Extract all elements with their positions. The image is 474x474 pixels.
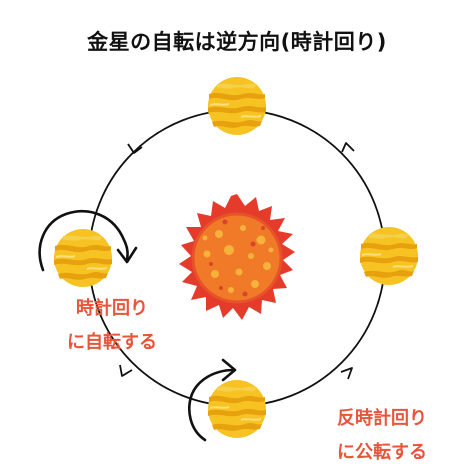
venus-icon — [208, 77, 266, 135]
clockwise-spin-arrow-icon — [188, 358, 237, 442]
venus-icon — [360, 227, 418, 285]
sun-icon — [179, 194, 295, 320]
clockwise-spin-arrow-icon — [38, 209, 138, 272]
rotation-label-line-1: 時計回り — [76, 298, 148, 319]
arrow-icon — [340, 367, 353, 380]
diagram-title: 金星の自転は逆方向(時計回り) — [87, 30, 387, 54]
arrow-icon — [127, 143, 143, 154]
revolution-label-line-2: に公転する — [337, 442, 427, 463]
rotation-label: 時計回り に自転する — [52, 292, 172, 360]
arrow-icon — [119, 364, 133, 377]
venus-icon — [208, 380, 266, 438]
revolution-label-line-1: 反時計回り — [337, 408, 427, 429]
venus-icon — [54, 229, 112, 287]
rotation-label-line-2: に自転する — [67, 332, 157, 353]
revolution-label: 反時計回り に公転する — [322, 402, 442, 470]
arrow-icon — [341, 142, 355, 153]
